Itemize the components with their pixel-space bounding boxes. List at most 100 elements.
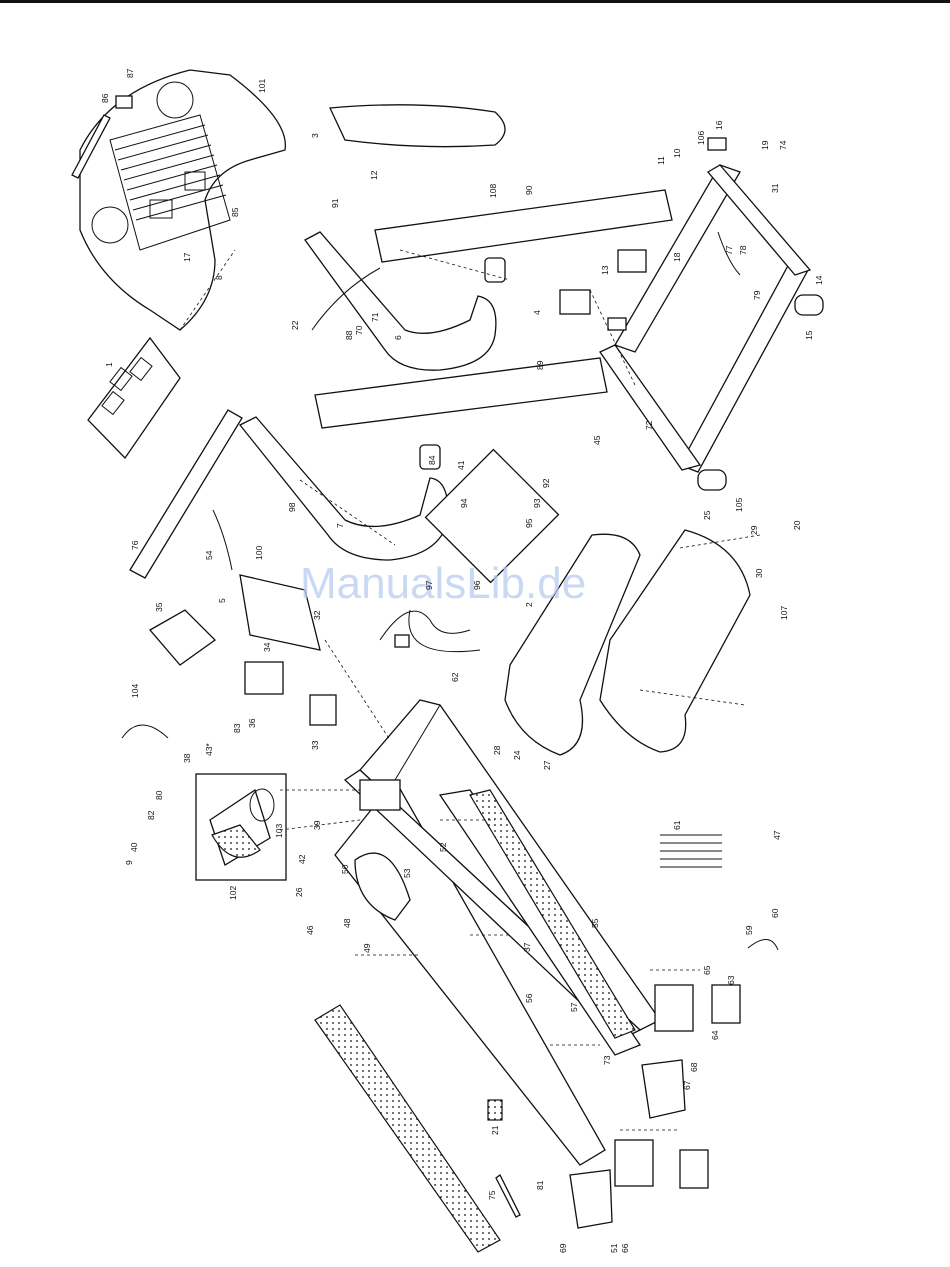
- callout: 72: [644, 420, 654, 430]
- wire-54: [212, 509, 233, 571]
- callout: 36: [247, 718, 257, 728]
- wire-22a: [311, 267, 381, 331]
- foot-15a: [794, 294, 824, 316]
- hood-2: [504, 533, 641, 756]
- callout: 54: [204, 550, 214, 560]
- motor-detail-box: [195, 773, 287, 881]
- callout: 9: [124, 860, 134, 865]
- callout: 46: [305, 925, 315, 935]
- callout: 7: [335, 523, 345, 528]
- transformer-34: [244, 661, 284, 695]
- callout: 103: [274, 824, 284, 838]
- callout: 17: [182, 252, 192, 262]
- callout: 18: [672, 252, 682, 262]
- pad-13: [617, 249, 647, 273]
- callout: 105: [734, 498, 744, 512]
- callout: 14: [814, 275, 824, 285]
- callout: 35: [154, 602, 164, 612]
- callout: 15: [804, 330, 814, 340]
- motor-mount-box: [359, 779, 401, 811]
- leg-bracket-64a: [654, 984, 694, 1032]
- decal-21: [487, 1099, 503, 1121]
- callout: 71: [370, 312, 380, 322]
- callout: 32: [312, 610, 322, 620]
- plug-95: [394, 634, 410, 648]
- callout: 48: [342, 918, 352, 928]
- callout: 20: [792, 520, 802, 530]
- upright-cap-83b: [419, 444, 441, 470]
- callout: 85: [230, 207, 240, 217]
- callout: 28: [492, 745, 502, 755]
- callout: 68: [689, 1062, 699, 1072]
- cover-25: [599, 529, 751, 753]
- callout: 74: [778, 140, 788, 150]
- filter-33: [309, 694, 337, 726]
- callout: 57: [569, 1002, 579, 1012]
- callout: 86: [100, 93, 110, 103]
- console-handle: [71, 114, 111, 179]
- cap-16b: [607, 317, 627, 331]
- callout: 22: [290, 320, 300, 330]
- callout: 43*: [204, 743, 214, 756]
- callout: 95: [524, 518, 534, 528]
- incline-motor-50: [354, 852, 411, 921]
- callout: 50: [340, 864, 350, 874]
- callout: 75: [487, 1190, 497, 1200]
- callout: 13: [600, 265, 610, 275]
- callout: 24: [512, 750, 522, 760]
- callout: 92: [541, 478, 551, 488]
- cap-16a: [707, 137, 727, 151]
- callout: 8: [214, 275, 224, 280]
- callout: 2: [524, 602, 534, 607]
- callout: 10: [672, 148, 682, 158]
- callout: 61: [672, 820, 682, 830]
- callout: 89: [535, 360, 545, 370]
- callout: 11: [656, 156, 666, 165]
- callout: 29: [749, 525, 759, 535]
- callout: 56: [524, 993, 534, 1003]
- callout: 106: [696, 131, 706, 145]
- callout: 80: [154, 790, 164, 800]
- assembly-lines: [179, 249, 761, 1131]
- callout: 26: [294, 887, 304, 897]
- callout: 107: [779, 606, 789, 620]
- console-housing: [79, 69, 287, 331]
- callout: 90: [524, 185, 534, 195]
- side-rail-57: [469, 789, 636, 1039]
- callout: 52: [438, 842, 448, 852]
- callout: 5: [217, 598, 227, 603]
- callout: 45: [592, 435, 602, 445]
- callout: 65: [702, 965, 712, 975]
- upright-bar-89: [374, 189, 673, 263]
- callout: 78: [738, 245, 748, 255]
- callout: 63: [726, 975, 736, 985]
- console-assembly: [87, 336, 181, 460]
- callout: 88: [344, 330, 354, 340]
- upright-cap-83a: [484, 257, 506, 283]
- side-rail-37: [314, 1004, 501, 1253]
- callout: 62: [450, 672, 460, 682]
- roller-guard-67a: [641, 1059, 686, 1119]
- handrail-75: [129, 409, 243, 579]
- power-cord-96: [379, 609, 481, 653]
- grip-band-3: [329, 104, 506, 148]
- callout: 55: [590, 918, 600, 928]
- callout: 82: [146, 810, 156, 820]
- callout: 60: [770, 908, 780, 918]
- upright-tube-7: [238, 416, 449, 561]
- callout: 100: [254, 546, 264, 560]
- callout: 83: [232, 723, 242, 733]
- callout: 38: [182, 753, 192, 763]
- callout: 40: [129, 842, 139, 852]
- callout: 3: [310, 133, 320, 138]
- callout: 64: [710, 1030, 720, 1040]
- base-frame-71: [599, 164, 812, 473]
- callout: 84: [427, 455, 437, 465]
- callout: 102: [228, 886, 238, 900]
- callout: 4: [532, 310, 542, 315]
- callout: 98: [287, 502, 297, 512]
- callout: 27: [542, 760, 552, 770]
- callout: 66: [620, 1243, 630, 1253]
- callout: 47: [772, 830, 782, 840]
- ties-61: [660, 834, 722, 868]
